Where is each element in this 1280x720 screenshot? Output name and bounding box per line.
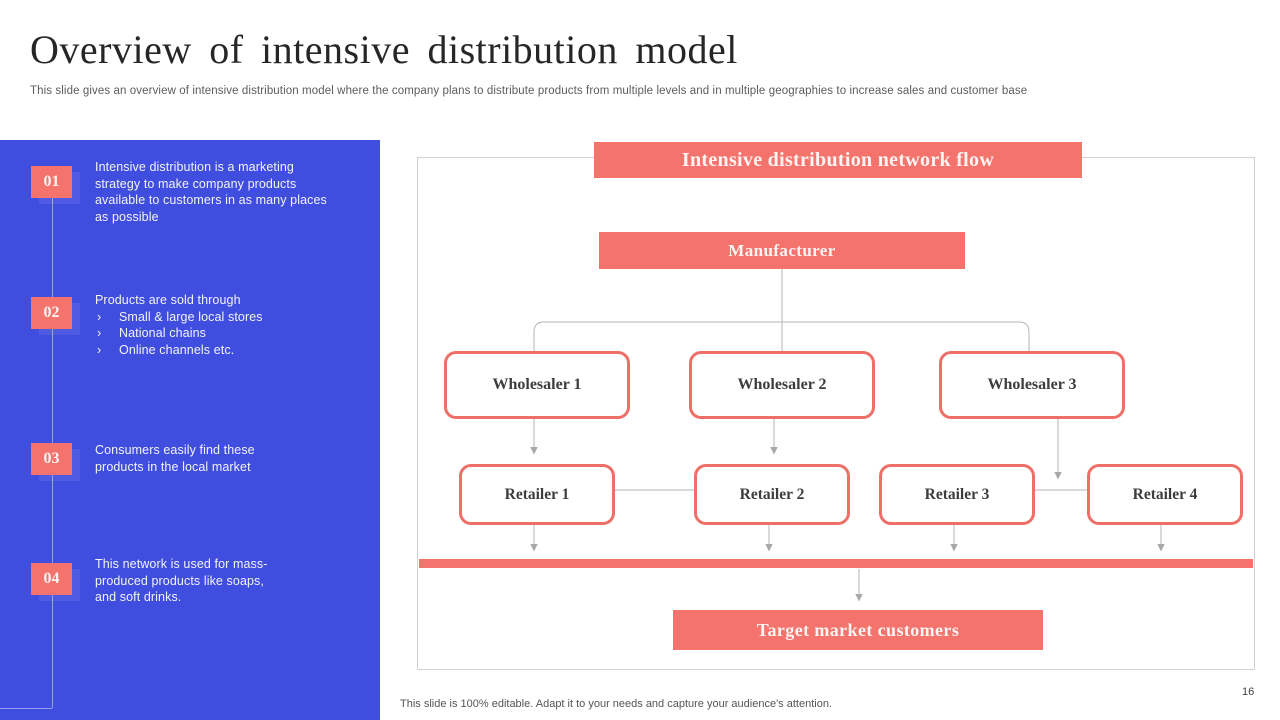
list-item: › Online channels etc.	[95, 342, 345, 359]
diagram-container: Intensive distribution network flow Manu…	[417, 142, 1255, 670]
node-manufacturer: Manufacturer	[599, 232, 965, 269]
node-retailer-2: Retailer 2	[694, 464, 850, 525]
node-target-market: Target market customers	[673, 610, 1043, 650]
node-wholesaler-1: Wholesaler 1	[444, 351, 630, 419]
bullet-text: Online channels etc.	[119, 342, 235, 357]
node-retailer-4: Retailer 4	[1087, 464, 1243, 525]
page-number: 16	[1242, 686, 1255, 698]
list-item: › Small & large local stores	[95, 309, 345, 326]
chevron-bullet-icon: ›	[97, 326, 102, 340]
distribution-bar	[419, 559, 1253, 568]
step-02-intro: Products are sold through	[95, 293, 241, 307]
bullet-text: Small & large local stores	[119, 309, 263, 324]
step-text-02: Products are sold through › Small & larg…	[95, 292, 345, 358]
sidebar-panel: 01 Intensive distribution is a marketing…	[0, 140, 380, 720]
node-retailer-3: Retailer 3	[879, 464, 1035, 525]
chevron-bullet-icon: ›	[97, 309, 102, 324]
bullet-text: National chains	[119, 326, 206, 340]
footer-note: This slide is 100% editable. Adapt it to…	[400, 698, 832, 710]
step-badge-02: 02	[31, 297, 72, 329]
node-wholesaler-2: Wholesaler 2	[689, 351, 875, 419]
timeline-line-vertical	[52, 168, 53, 708]
timeline-line-horizontal	[0, 708, 52, 709]
page-title: Overview of intensive distribution model	[30, 27, 738, 72]
step-badge-03: 03	[31, 443, 72, 475]
node-wholesaler-3: Wholesaler 3	[939, 351, 1125, 419]
list-item: › National chains	[95, 325, 345, 342]
step-badge-01: 01	[31, 166, 72, 198]
chevron-bullet-icon: ›	[97, 342, 102, 357]
diagram-title-banner: Intensive distribution network flow	[594, 142, 1082, 178]
page-subtitle: This slide gives an overview of intensiv…	[30, 85, 1028, 97]
node-retailer-1: Retailer 1	[459, 464, 615, 525]
step-badge-04: 04	[31, 563, 72, 595]
step-text-03: Consumers easily find these products in …	[95, 443, 255, 474]
step-text-01: Intensive distribution is a marketing st…	[95, 160, 327, 224]
step-text-04: This network is used for mass-produced p…	[95, 557, 268, 604]
